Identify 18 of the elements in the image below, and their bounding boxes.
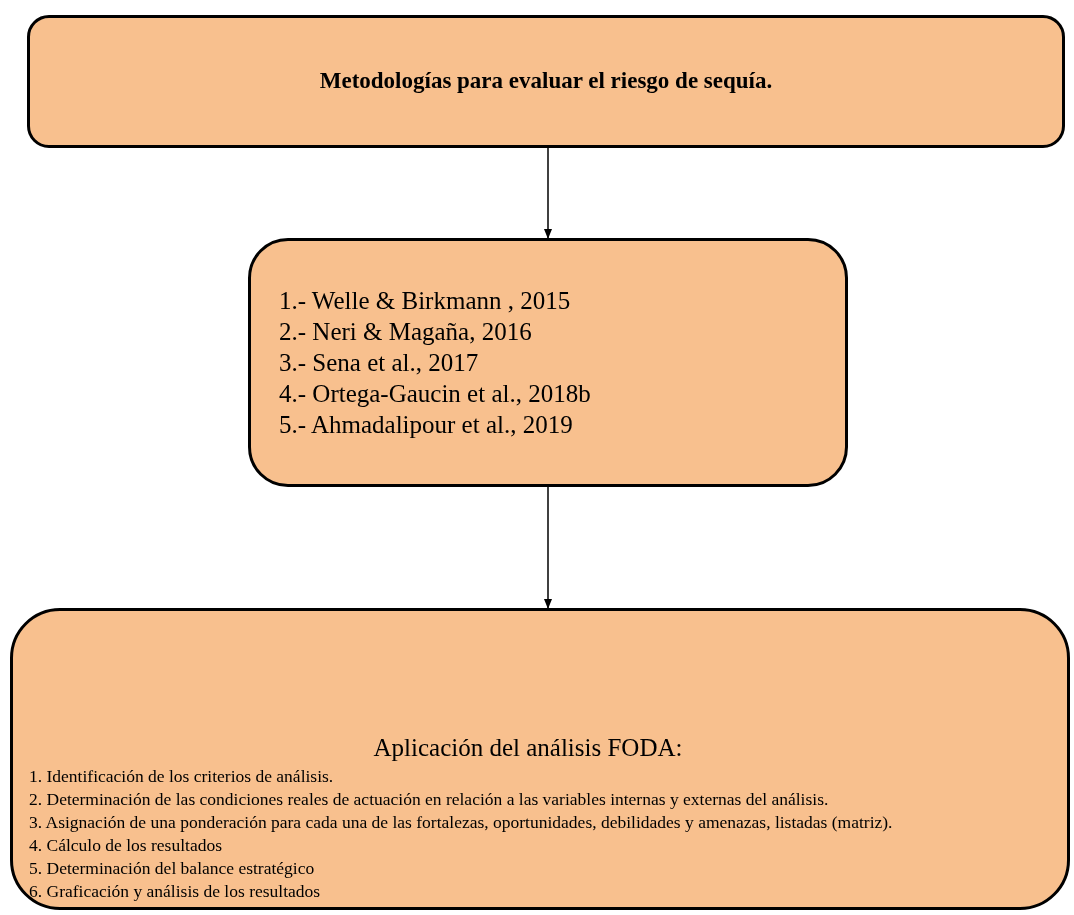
- reference-item: 1.- Welle & Birkmann , 2015: [279, 286, 572, 316]
- step-item: 4. Cálculo de los resultados: [29, 834, 223, 857]
- arrow: [544, 486, 552, 609]
- reference-item: 2.- Neri & Magaña, 2016: [279, 317, 533, 347]
- reference-item: 4.- Ortega-Gaucin et al., 2018b: [279, 379, 592, 409]
- title-text: Metodologías para evaluar el riesgo de sequía.: [319, 67, 773, 96]
- process-box: [248, 238, 848, 487]
- step-item: 3. Asignación de una ponderación para cada una de las fortalezas, oportunidades, debilidades y amenazas, listadas (matriz).: [29, 811, 894, 834]
- reference-item: 5.- Ahmadalipour et al., 2019: [279, 410, 574, 440]
- step-item: 6. Graficación y análisis de los resultados: [29, 880, 322, 903]
- step-item: 1. Identificación de los criterios de análisis.: [29, 765, 335, 788]
- process-box: [10, 608, 1070, 910]
- heading-text: Aplicación del análisis FODA:: [372, 733, 684, 763]
- reference-item: 3.- Sena et al., 2017: [279, 348, 480, 378]
- arrow: [544, 147, 552, 239]
- step-item: 5. Determinación del balance estratégico: [29, 857, 316, 880]
- step-item: 2. Determinación de las condiciones reales de actuación en relación a las variables internas y externas del análisis.: [29, 788, 830, 811]
- process-box: [27, 15, 1065, 148]
